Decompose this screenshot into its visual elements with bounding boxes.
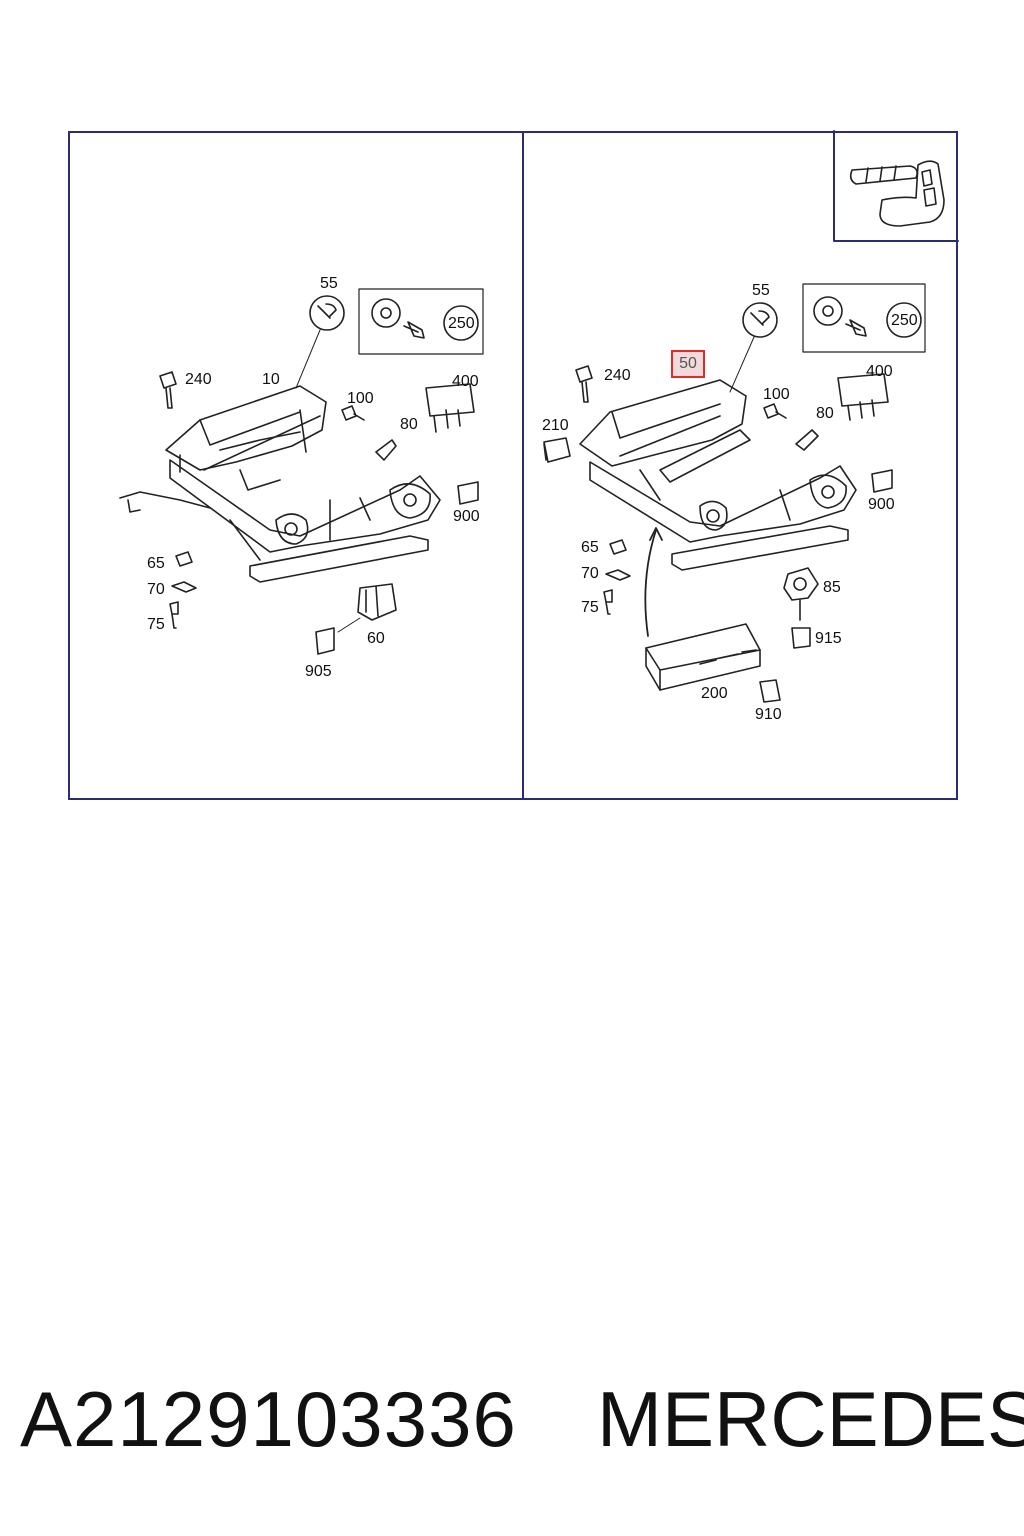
label-65: 65 — [581, 539, 599, 556]
label-75: 75 — [147, 616, 165, 633]
label-75: 75 — [581, 599, 599, 616]
label-400: 400 — [452, 373, 479, 390]
label-400: 400 — [866, 363, 893, 380]
label-60: 60 — [367, 630, 385, 647]
label-900: 900 — [453, 508, 480, 525]
label-100: 100 — [763, 386, 790, 403]
label-200: 200 — [701, 685, 728, 702]
label-900: 900 — [868, 496, 895, 513]
label-55: 55 — [320, 275, 338, 292]
label-240: 240 — [604, 367, 631, 384]
label-65: 65 — [147, 555, 165, 572]
label-80: 80 — [400, 416, 418, 433]
label-210: 210 — [542, 417, 569, 434]
label-905: 905 — [305, 663, 332, 680]
label-70: 70 — [581, 565, 599, 582]
label-100: 100 — [347, 390, 374, 407]
brand-name: MERCEDES — [597, 1375, 1024, 1463]
label-55: 55 — [752, 282, 770, 299]
highlighted-part-50[interactable]: 50 — [671, 350, 705, 378]
label-910: 910 — [755, 706, 782, 723]
label-915: 915 — [815, 630, 842, 647]
label-80: 80 — [816, 405, 834, 422]
part-number: A2129103336 — [20, 1375, 517, 1463]
label-70: 70 — [147, 581, 165, 598]
right-diagram-panel — [522, 131, 958, 800]
label-85: 85 — [823, 579, 841, 596]
label-250: 250 — [448, 315, 475, 332]
label-240: 240 — [185, 371, 212, 388]
label-10: 10 — [262, 371, 280, 388]
label-250: 250 — [891, 312, 918, 329]
seat-switch-icon — [849, 160, 945, 227]
